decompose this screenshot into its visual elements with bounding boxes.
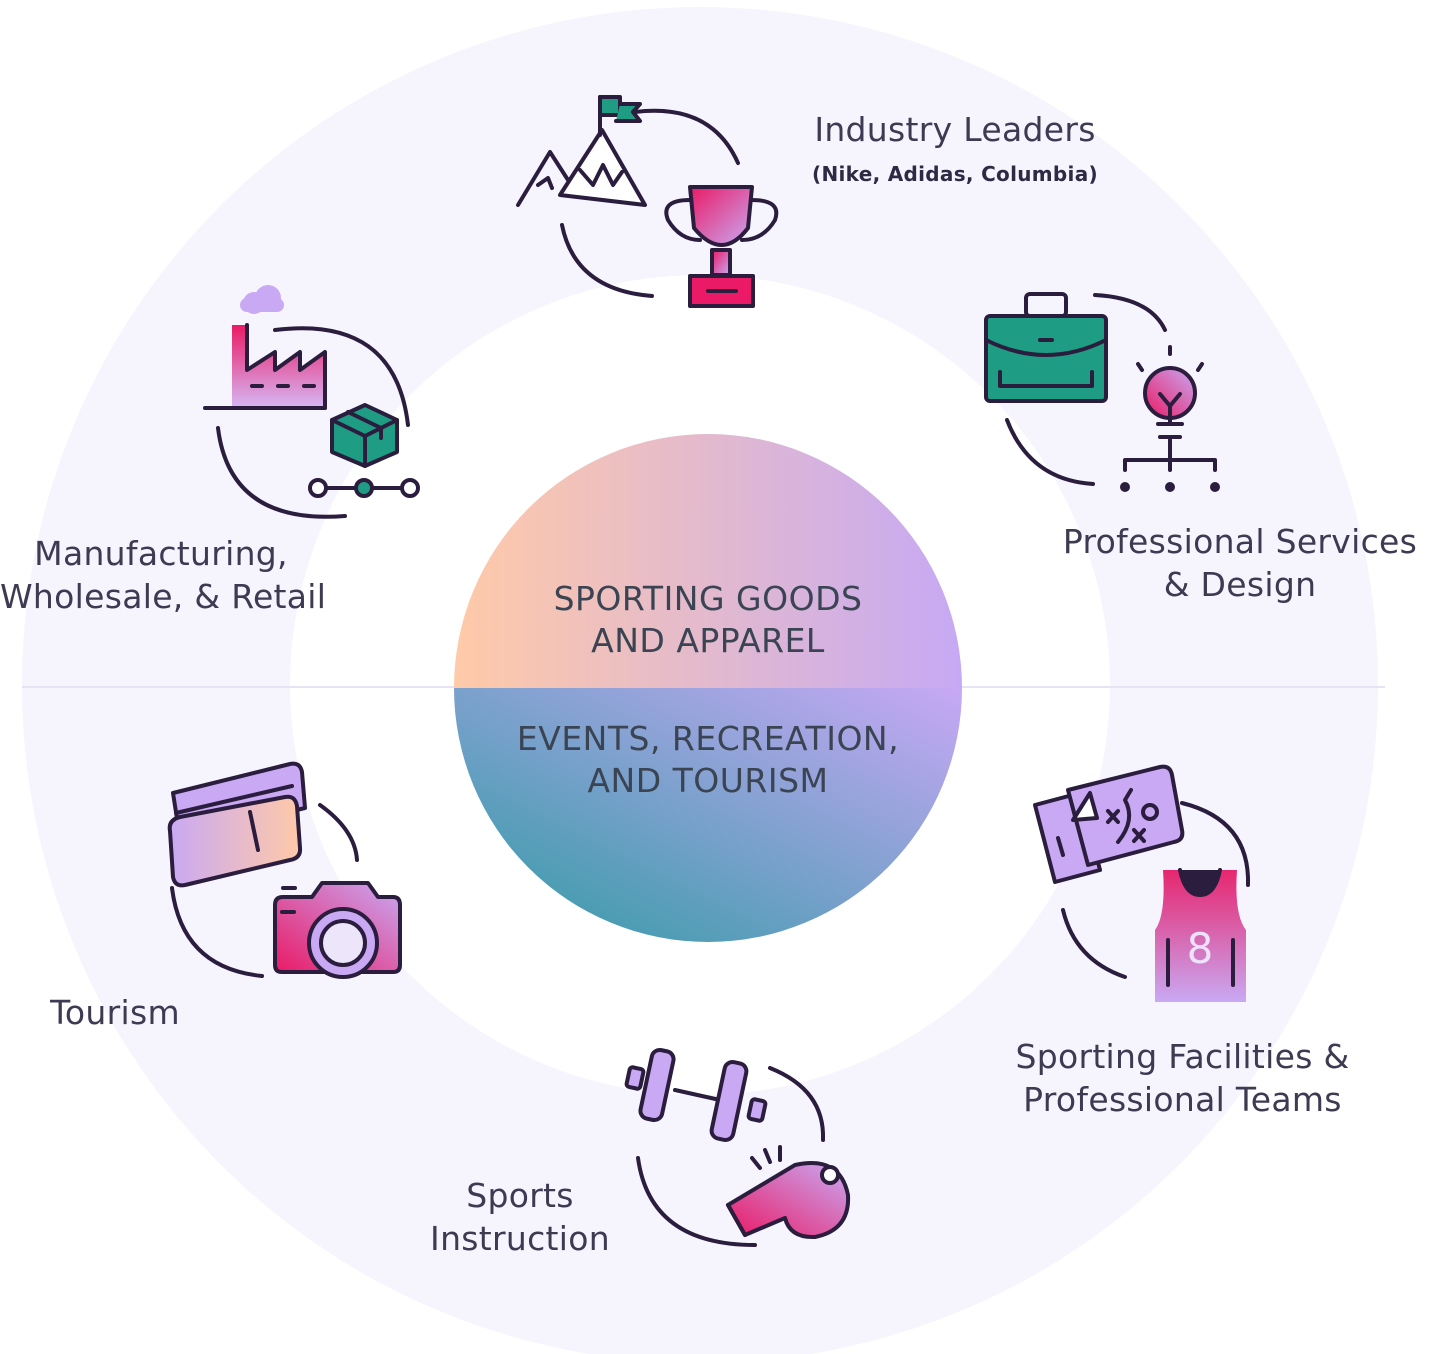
- center-top-label: SPORTING GOODS AND APPAREL: [508, 578, 908, 662]
- cycle-arc-icon: [1061, 908, 1127, 979]
- industry-label: Industry Leaders (Nike, Adidas, Columbia…: [790, 108, 1120, 187]
- center-bottom-label: EVENTS, RECREATION, AND TOURISM: [488, 718, 928, 802]
- center-top-line2: AND APPAREL: [591, 621, 825, 660]
- facilities-line1: Sporting Facilities &: [1015, 1037, 1350, 1076]
- dumbbell-icon: [624, 1047, 768, 1142]
- instruction-icon-group: [624, 1047, 851, 1247]
- factory-icon: [203, 285, 327, 410]
- tourism-icon-group: [167, 761, 402, 979]
- jersey-icon: [1155, 868, 1246, 1002]
- briefcase-icon: [984, 292, 1108, 403]
- professional-label: Professional Services & Design: [1050, 520, 1430, 606]
- trophy-icon: [664, 185, 779, 308]
- cycle-arc-icon: [1180, 801, 1251, 887]
- center-bottom-line1: EVENTS, RECREATION,: [516, 719, 900, 758]
- manufacturing-label: Manufacturing, Wholesale, & Retail: [0, 532, 327, 618]
- manufacturing-icon-group: [203, 285, 420, 519]
- manufacturing-line1: Manufacturing,: [34, 534, 288, 573]
- professional-icon-group: [984, 292, 1220, 492]
- center-bottom-half: [454, 688, 962, 942]
- cycle-arc-icon: [1005, 418, 1095, 486]
- cycle-arc-icon: [768, 1066, 826, 1142]
- instruction-line2: Instruction: [430, 1219, 610, 1258]
- playbook-icon: [1033, 764, 1185, 884]
- whistle-icon: [726, 1145, 851, 1240]
- manufacturing-line2: Wholesale, & Retail: [0, 577, 327, 616]
- industry-icon-group: [516, 95, 779, 308]
- instruction-line1: Sports: [466, 1176, 574, 1215]
- facilities-label: Sporting Facilities & Professional Teams: [1000, 1035, 1365, 1121]
- cycle-arc-icon: [318, 803, 359, 862]
- facilities-line2: Professional Teams: [1023, 1080, 1342, 1119]
- center-top-line1: SPORTING GOODS: [553, 579, 863, 618]
- cycle-arc-icon: [636, 1156, 757, 1247]
- cycle-arc-icon: [626, 108, 740, 165]
- cycle-arc-icon: [273, 326, 410, 427]
- cycle-arc-icon: [1093, 293, 1167, 332]
- facilities-icon-group: [1033, 764, 1251, 1002]
- professional-line1: Professional Services: [1062, 522, 1418, 561]
- cycle-arc-icon: [170, 886, 264, 978]
- package-icon: [308, 403, 420, 498]
- tourism-label: Tourism: [40, 991, 190, 1034]
- camera-icon: [273, 881, 402, 979]
- cycle-arc-icon: [216, 426, 347, 519]
- lightbulb-network-icon: [1120, 345, 1220, 492]
- center-bottom-line2: AND TOURISM: [587, 761, 829, 800]
- industry-subtitle: (Nike, Adidas, Columbia): [812, 162, 1098, 186]
- jersey-number: 8: [1186, 924, 1214, 973]
- professional-line2: & Design: [1163, 565, 1317, 604]
- instruction-label: Sports Instruction: [420, 1174, 620, 1260]
- mountain-flag-icon: [516, 95, 647, 207]
- tourism-title: Tourism: [50, 993, 180, 1032]
- center-top-half: [454, 434, 962, 688]
- tickets-icon: [167, 761, 307, 888]
- industry-title: Industry Leaders: [814, 110, 1096, 149]
- cycle-arc-icon: [560, 223, 654, 298]
